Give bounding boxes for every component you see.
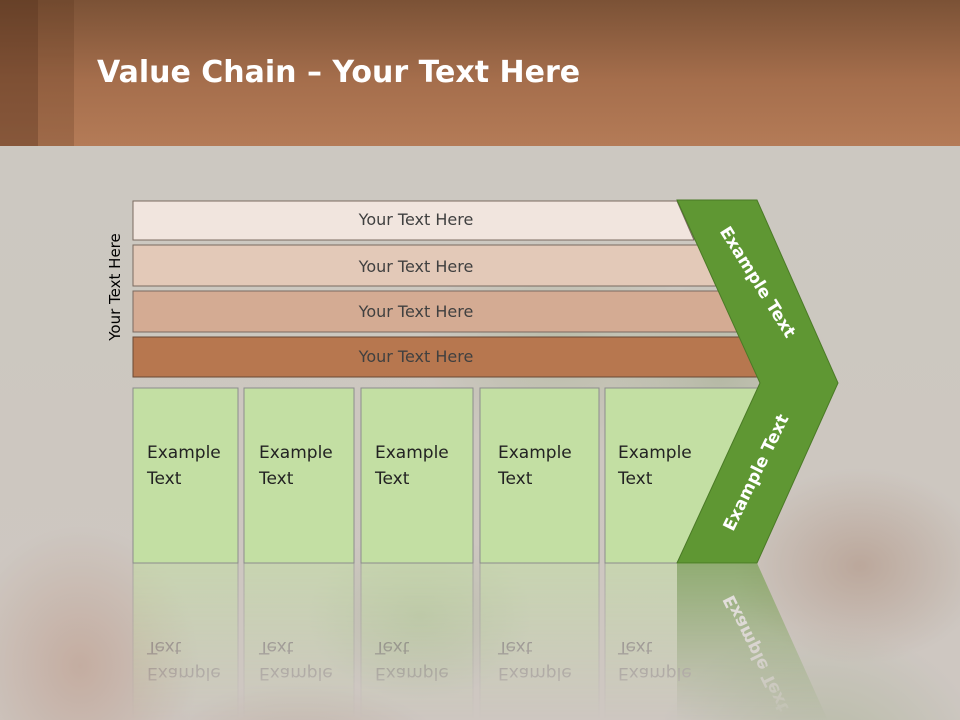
activity-box-1-text: Example (147, 443, 221, 463)
activity-box-2[interactable] (243, 387, 355, 564)
reflection-box-3 (360, 562, 474, 720)
activity-box-4[interactable] (479, 387, 600, 564)
stacked-bar-1-label: Your Text Here (358, 210, 474, 229)
activity-box-4-text: Example (498, 443, 572, 463)
activity-box-2-text: Example (259, 443, 333, 463)
activity-box-4-text-2: Text (497, 469, 533, 489)
activity-box-5-text-2: Text (617, 469, 653, 489)
activity-box-5-text: Example (618, 443, 692, 463)
stacked-bar-3-label: Your Text Here (358, 302, 474, 321)
diagram-main: Your Text Here Your Text Here Your Text … (132, 199, 839, 564)
activity-box-1-text-2: Text (146, 469, 182, 489)
header-band: Value Chain – Your Text Here (0, 0, 960, 146)
title-bold: Value Chain (97, 55, 297, 90)
reflection-box-1-text-2: Text (146, 637, 182, 657)
title-rest: – Your Text Here (296, 55, 581, 90)
stacked-bar-1[interactable] (132, 200, 695, 241)
reflection-box-4-text-2: Text (497, 637, 533, 657)
header-accent-strip (0, 0, 38, 146)
activity-box-2-text-2: Text (258, 469, 294, 489)
stacked-bar-2-label: Your Text Here (358, 257, 474, 276)
diagram-reflection: Example Text Example Text Example Text E… (132, 562, 828, 720)
reflection-box-2-text: Example (259, 663, 333, 683)
reflection-box-5-text: Example (618, 663, 692, 683)
stacked-bar-4-label: Your Text Here (358, 347, 474, 366)
activity-box-3-text-2: Text (374, 469, 410, 489)
reflection-box-1-text: Example (147, 663, 221, 683)
reflection-box-3-text: Example (375, 663, 449, 683)
activity-box-1[interactable] (132, 387, 239, 564)
reflection-box-2 (243, 562, 355, 720)
reflection-box-4 (479, 562, 600, 720)
activity-box-3[interactable] (360, 387, 474, 564)
activity-box-3-text: Example (375, 443, 449, 463)
reflection-box-3-text-2: Text (374, 637, 410, 657)
header-accent-strip (38, 0, 74, 146)
reflection-box-2-text-2: Text (258, 637, 294, 657)
page-title[interactable]: Value Chain – Your Text Here (97, 53, 580, 93)
reflection-chevron (677, 563, 828, 720)
reflection-box-1 (132, 562, 239, 720)
reflection-box-4-text: Example (498, 663, 572, 683)
reflection-box-5-text-2: Text (617, 637, 653, 657)
